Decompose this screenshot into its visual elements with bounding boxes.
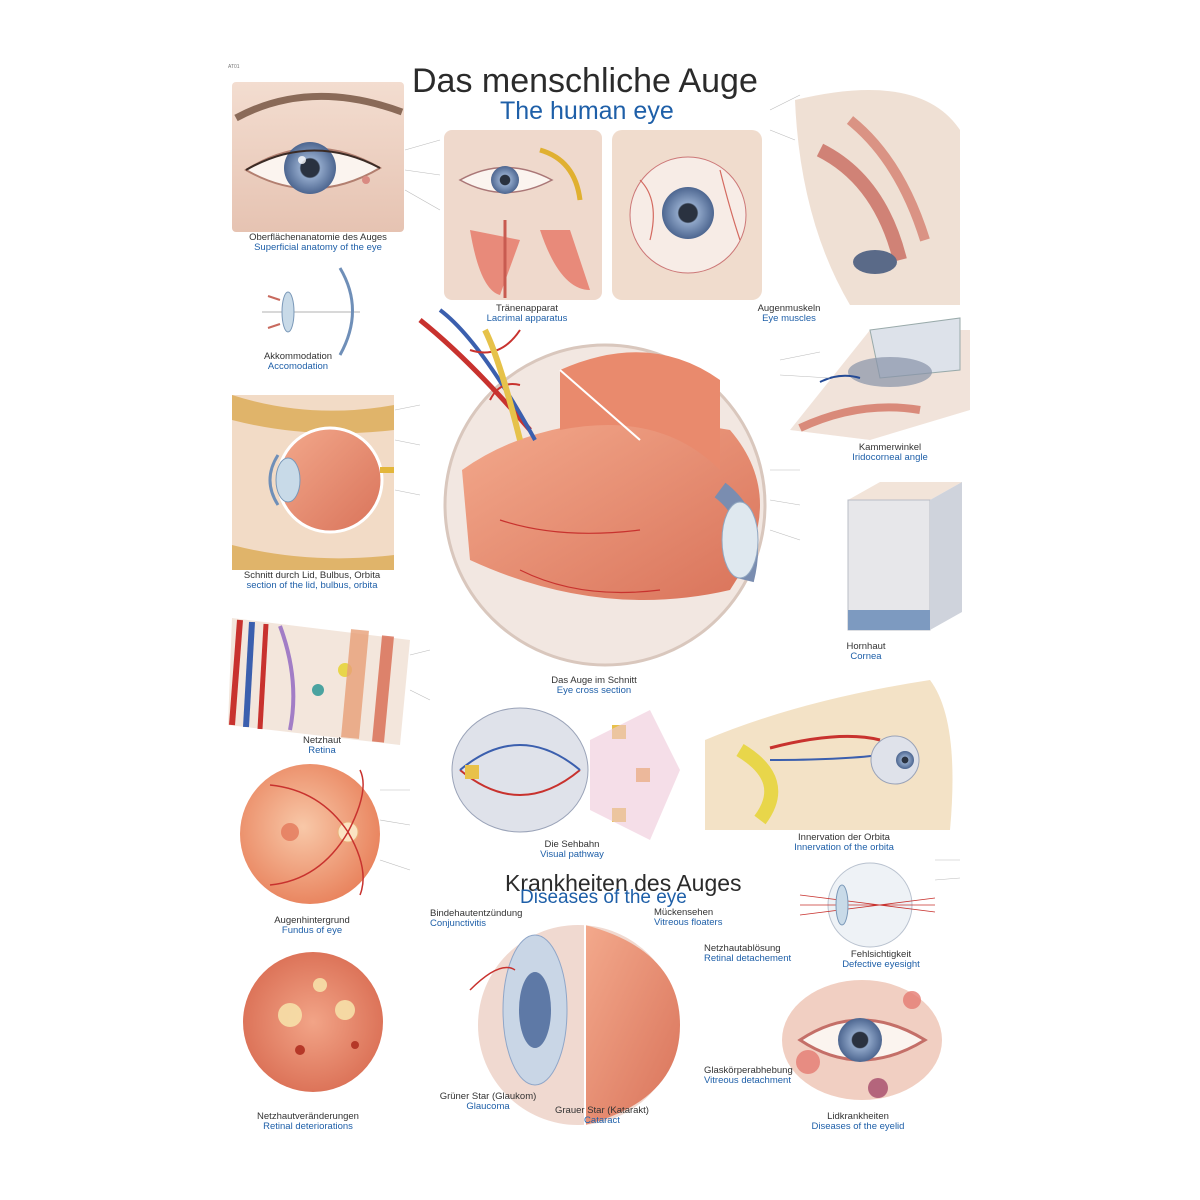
diseases-title-english: Diseases of the eye <box>520 887 687 908</box>
diseases-eye-illustration <box>469 925 680 1125</box>
cornea-illustration <box>847 482 962 631</box>
eye-muscles-illustration <box>795 90 960 305</box>
label-leader-lines <box>379 94 961 881</box>
poster-code: AT01 <box>228 64 240 70</box>
defective-eyesight-illustration <box>799 862 936 948</box>
eyelid-diseases-illustration <box>782 980 942 1100</box>
label-cataract: Grauer Star (Katarakt)Cataract <box>555 1105 649 1126</box>
eye-bulbus-front-illustration <box>612 130 762 300</box>
retina-illustration <box>228 618 410 745</box>
poster-title-english: The human eye <box>500 97 674 125</box>
superficial-eye-illustration <box>232 82 404 232</box>
label-glaucoma: Grüner Star (Glaukom)Glaucoma <box>439 1091 537 1112</box>
fundus-illustration <box>240 764 380 904</box>
visual-pathway-illustration <box>451 707 680 840</box>
diseases-title-german: Krankheiten des Auges <box>505 870 742 896</box>
eye-cross-section-illustration <box>418 308 767 667</box>
poster-title-german: Das menschliche Auge <box>412 62 758 100</box>
retinal-deteriorations-illustration <box>243 952 383 1092</box>
orbita-illustration <box>705 680 953 830</box>
lacrimal-illustration <box>444 130 602 300</box>
accommodation-illustration <box>262 267 360 356</box>
iridocorneal-illustration <box>790 317 970 440</box>
section-lid-illustration <box>232 395 394 570</box>
